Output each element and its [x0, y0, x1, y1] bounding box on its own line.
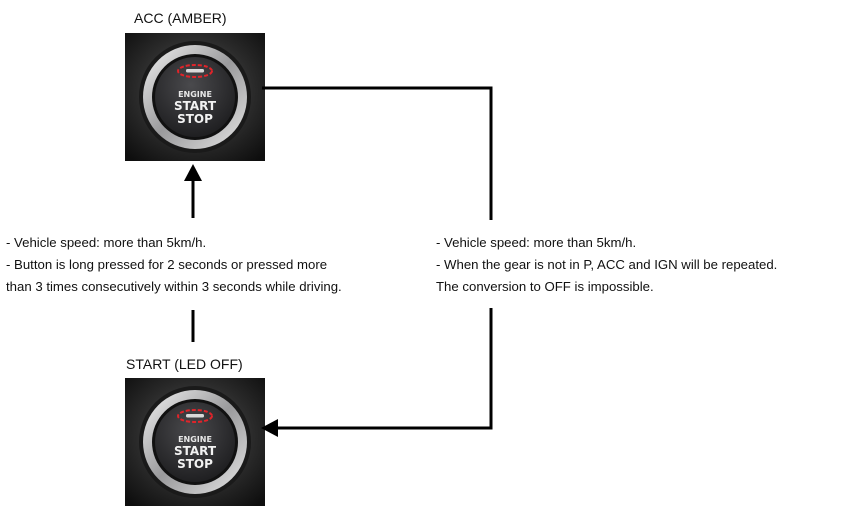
button-text-stop: STOP [177, 457, 213, 471]
acc-state-title: ACC (AMBER) [134, 10, 227, 26]
condition-line: The conversion to OFF is impossible. [436, 279, 654, 294]
condition-line: - Vehicle speed: more than 5km/h. [6, 235, 207, 250]
arrow-up-icon [184, 164, 202, 181]
condition-line: - Vehicle speed: more than 5km/h. [436, 235, 637, 250]
acc-to-start-line-upper [262, 86, 493, 220]
condition-line: - When the gear is not in P, ACC and IGN… [436, 257, 778, 272]
engine-start-stop-button-icon: ENGINE START STOP [125, 378, 265, 506]
button-text-stop: STOP [177, 112, 213, 126]
button-text-engine: ENGINE [178, 90, 212, 99]
start-to-acc-conditions: - Vehicle speed: more than 5km/h. - Butt… [6, 232, 342, 298]
button-text-start: START [174, 99, 217, 113]
engine-start-stop-button-icon: ENGINE START STOP [125, 33, 265, 161]
button-text-start: START [174, 444, 217, 458]
start-state-title: START (LED OFF) [126, 356, 243, 372]
acc-engine-start-stop-button: ENGINE START STOP [125, 33, 265, 161]
condition-line: - Button is long pressed for 2 seconds o… [6, 257, 328, 272]
button-text-engine: ENGINE [178, 435, 212, 444]
arrow-left-icon [261, 419, 278, 437]
acc-to-start-line-lower [276, 308, 493, 430]
start-engine-start-stop-button: ENGINE START STOP [125, 378, 265, 506]
condition-line: than 3 times consecutively within 3 seco… [6, 279, 342, 294]
acc-to-start-conditions: - Vehicle speed: more than 5km/h. - When… [436, 232, 777, 298]
